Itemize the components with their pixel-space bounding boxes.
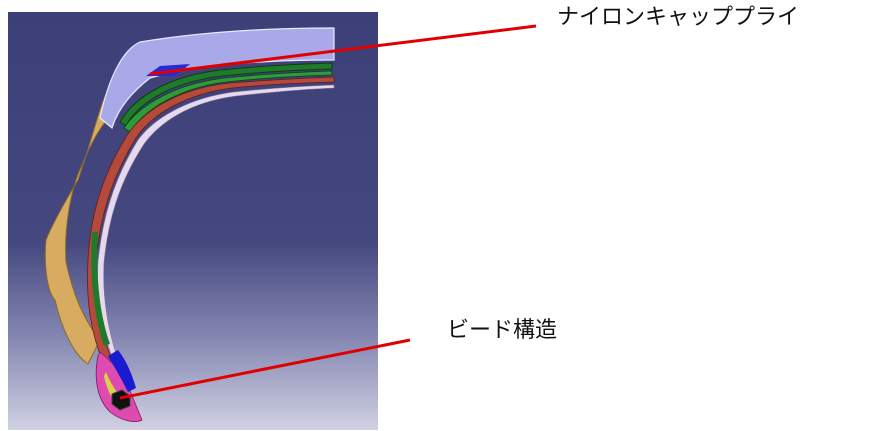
bead-wire	[111, 389, 131, 411]
belt-ply-2	[123, 70, 333, 133]
tread-rubber	[99, 27, 335, 130]
leader-line-bead-structure	[119, 338, 411, 400]
carcass-ply	[87, 76, 335, 365]
leader-line-nylon-cap-ply	[149, 24, 537, 76]
steel-belt-ply	[119, 62, 333, 127]
sidewall-rubber	[44, 94, 119, 365]
chafer	[95, 351, 143, 422]
label-nylon-cap-ply: ナイロンキャッププライ	[557, 5, 799, 30]
label-bead-structure: ビード構造	[447, 318, 557, 343]
bead-filler	[108, 350, 136, 392]
sidewall-ply	[91, 232, 110, 346]
